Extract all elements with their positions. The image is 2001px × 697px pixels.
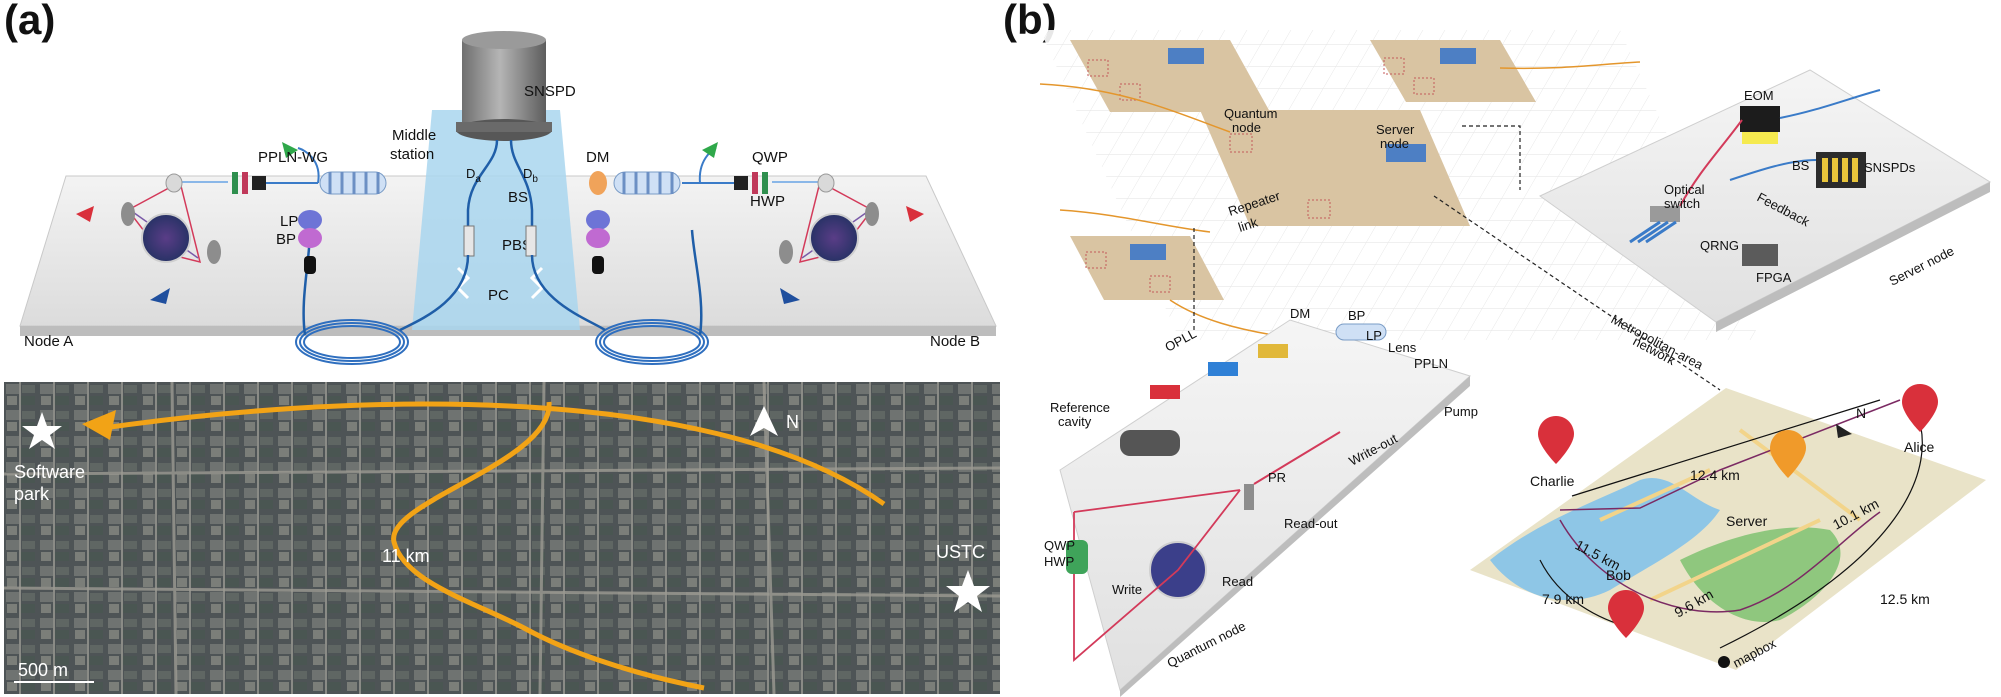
db-label: Db bbox=[523, 166, 538, 185]
polarization-controllers bbox=[455, 266, 545, 300]
panel-b-diagram: Quantum node Server node Repeater link M… bbox=[1039, 30, 1992, 697]
software-park-label-1: Software bbox=[14, 462, 85, 482]
panel-a-map: Software park N 11 km USTC 500 m bbox=[4, 382, 1000, 694]
quantum-node-platform bbox=[1059, 319, 1471, 697]
panel-a-setup: SNSPD Middle station Da Db BS PBS PC bbox=[19, 31, 997, 365]
snspds-label: SNSPDs bbox=[1864, 160, 1916, 175]
distance-label: 11 km bbox=[382, 546, 430, 566]
panel-a-label: (a) bbox=[4, 0, 56, 43]
snspd-label: SNSPD bbox=[524, 83, 576, 100]
pc-label: PC bbox=[488, 287, 509, 304]
ustc-label: USTC bbox=[936, 542, 985, 562]
read-out-label: Read-out bbox=[1284, 516, 1338, 531]
read-label: Read bbox=[1222, 574, 1253, 589]
middle-station-label-1: Middle bbox=[392, 127, 436, 144]
lens-label: Lens bbox=[1388, 340, 1417, 355]
bs-label: BS bbox=[508, 189, 528, 206]
fiber-route bbox=[103, 401, 886, 691]
north-arrow-a bbox=[750, 406, 778, 436]
dm-label-a: DM bbox=[586, 149, 609, 166]
software-park-star bbox=[22, 412, 62, 449]
fpga-label: FPGA bbox=[1756, 270, 1792, 285]
middle-station-column bbox=[412, 110, 580, 330]
ppln-wg-label: PPLN-WG bbox=[258, 149, 328, 166]
pbs-label: PBS bbox=[502, 237, 532, 254]
north-arrow-b bbox=[1836, 424, 1852, 438]
alice-pin bbox=[1902, 384, 1938, 432]
qwp-label-b: QWP bbox=[1044, 538, 1075, 553]
ppln-label: PPLN bbox=[1414, 356, 1448, 371]
qrng-label: QRNG bbox=[1700, 238, 1739, 253]
da-label: Da bbox=[466, 166, 481, 185]
reference-cavity-label-1: Reference bbox=[1050, 400, 1110, 415]
bob-pin bbox=[1608, 590, 1644, 638]
node-a-optics bbox=[76, 142, 387, 304]
server-node-caption: Server node bbox=[1887, 243, 1957, 289]
snspd-cryostat bbox=[456, 31, 552, 141]
server-node-label-1: Server bbox=[1376, 122, 1415, 137]
node-b-label: Node B bbox=[930, 333, 980, 350]
fiber-spool-left bbox=[295, 319, 409, 365]
server-node-blocks bbox=[1130, 48, 1476, 260]
bob-label: Bob bbox=[1606, 567, 1631, 583]
hwp-label-b: HWP bbox=[1044, 554, 1074, 569]
qwp-label-a: QWP bbox=[752, 149, 788, 166]
dashed-connectors bbox=[1193, 125, 1721, 391]
pump-label: Pump bbox=[1444, 404, 1478, 419]
lp-label-b: LP bbox=[1366, 328, 1382, 343]
distance-bob-alice: 12.5 km bbox=[1880, 591, 1930, 607]
distance-charlie-alice: 12.4 km bbox=[1690, 467, 1740, 483]
north-label-b: N bbox=[1856, 405, 1866, 421]
pr-label: PR bbox=[1268, 470, 1286, 485]
quantum-node-label-1: Quantum bbox=[1224, 106, 1277, 121]
optical-switch-label-1: Optical bbox=[1664, 182, 1705, 197]
software-park-label-2: park bbox=[14, 484, 50, 504]
ustc-star bbox=[946, 570, 990, 612]
charlie-label: Charlie bbox=[1530, 473, 1575, 489]
server-platform bbox=[1539, 69, 1992, 332]
route-arrowhead bbox=[82, 410, 116, 440]
lp-label-a: LP bbox=[280, 213, 298, 230]
optical-switch-label-2: switch bbox=[1664, 196, 1700, 211]
eom-label: EOM bbox=[1744, 88, 1774, 103]
node-a-label: Node A bbox=[24, 333, 73, 350]
server-pin bbox=[1770, 430, 1806, 478]
bs-label-b: BS bbox=[1792, 158, 1810, 173]
quantum-node-boxes bbox=[1085, 57, 1435, 293]
server-label: Server bbox=[1726, 513, 1768, 529]
dm-label-b: DM bbox=[1290, 306, 1310, 321]
repeater-link-label-2: link bbox=[1236, 214, 1260, 234]
server-node-label-2: node bbox=[1380, 136, 1409, 151]
quantum-node-label-2: node bbox=[1232, 120, 1261, 135]
hwp-label-a: HWP bbox=[750, 193, 785, 210]
middle-station-label-2: station bbox=[390, 146, 434, 163]
map-roads bbox=[4, 382, 1000, 694]
fiber-spool-right bbox=[595, 319, 709, 365]
bp-label-a: BP bbox=[276, 231, 296, 248]
city-map bbox=[1470, 388, 1986, 670]
scale-label: 500 m bbox=[18, 660, 68, 680]
bp-label-b: BP bbox=[1348, 308, 1365, 323]
write-label: Write bbox=[1112, 582, 1142, 597]
network-links bbox=[1039, 61, 1641, 337]
north-label-a: N bbox=[786, 412, 799, 432]
alice-label: Alice bbox=[1904, 439, 1935, 455]
node-b-optics bbox=[586, 142, 924, 304]
reference-cavity-label-2: cavity bbox=[1058, 414, 1092, 429]
map-pins bbox=[1538, 384, 1938, 638]
mapbox-logo bbox=[1718, 656, 1730, 668]
charlie-pin bbox=[1538, 416, 1574, 464]
distance-charlie-bob: 7.9 km bbox=[1542, 591, 1584, 607]
